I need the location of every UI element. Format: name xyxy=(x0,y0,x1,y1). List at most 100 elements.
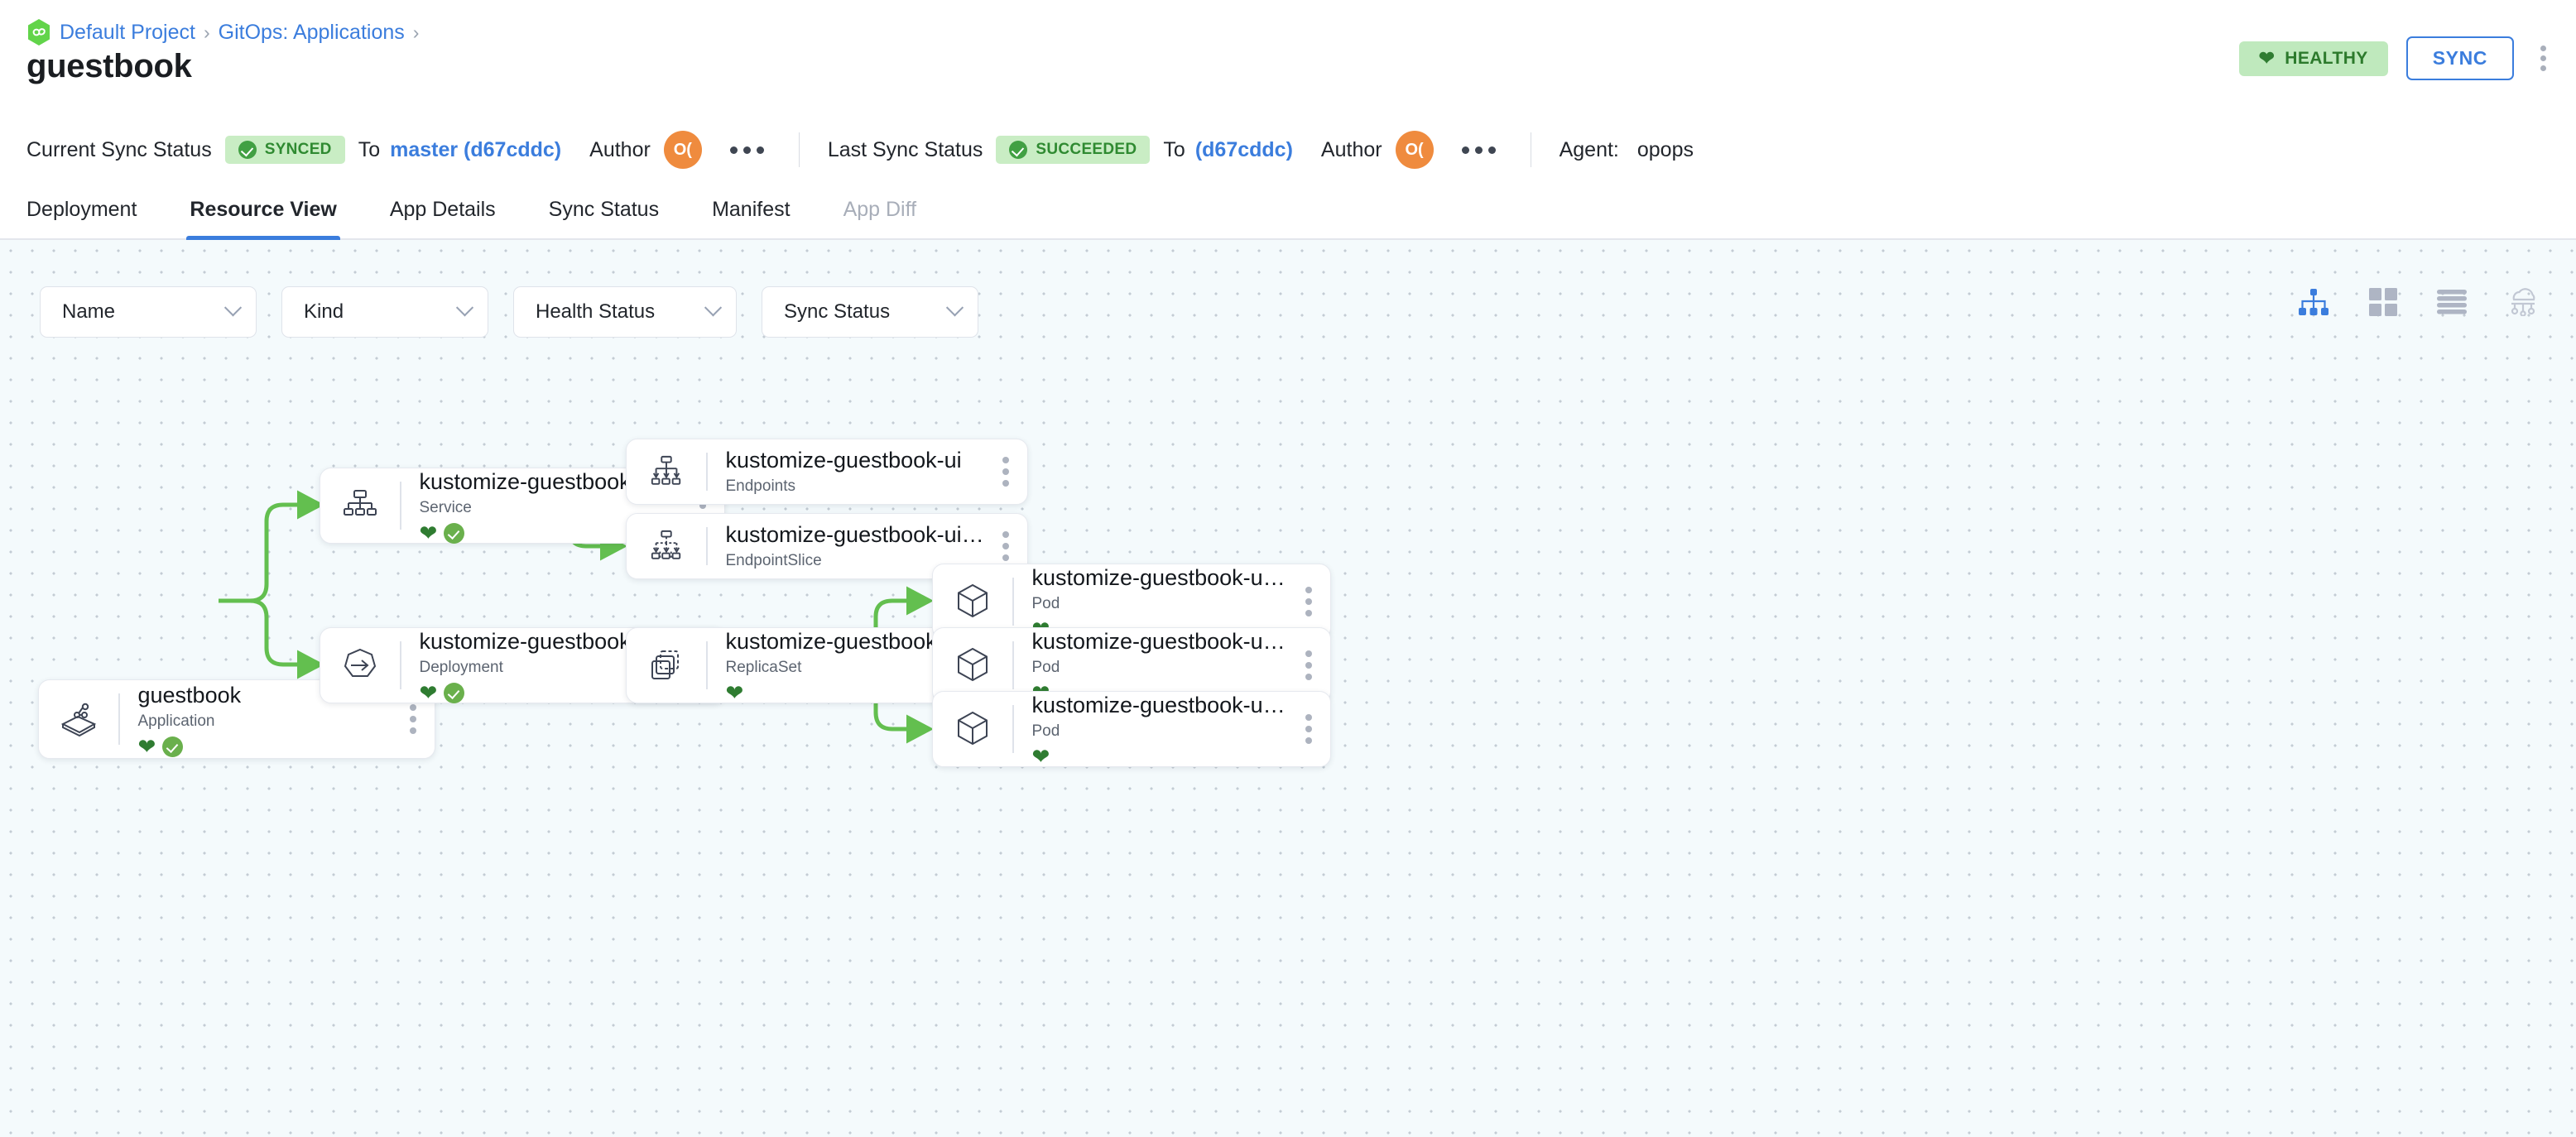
current-sync-status-chip-label: SYNCED xyxy=(264,141,332,158)
last-sync-status-chip: SUCCEEDED xyxy=(996,136,1151,164)
sync-status-bar: Current Sync Status SYNCED To master (d6… xyxy=(0,119,2576,180)
node-divider xyxy=(706,641,708,689)
breadcrumb: Default Project › GitOps: Applications › xyxy=(26,18,419,46)
tab-deployment[interactable]: Deployment xyxy=(26,198,137,221)
node-status-badges: ❤ xyxy=(420,682,684,703)
node-title: kustomize-guestbook-ui-… xyxy=(1031,628,1290,654)
current-author-avatar[interactable]: O( xyxy=(663,131,702,169)
breadcrumb-link-project[interactable]: Default Project xyxy=(60,20,195,44)
last-sync-status-label: Last Sync Status xyxy=(827,137,983,161)
health-heart-icon: ❤ xyxy=(419,521,438,546)
list-view-icon[interactable] xyxy=(2437,290,2467,314)
tab-app-diff: App Diff xyxy=(843,198,917,221)
filter-sync-status[interactable]: Sync Status xyxy=(762,286,978,338)
sync-check-icon xyxy=(444,682,465,703)
last-sync-status-chip-label: SUCCEEDED xyxy=(1036,141,1137,158)
last-revision-link[interactable]: (d67cddc) xyxy=(1194,137,1293,161)
node-divider xyxy=(1012,641,1014,689)
chevron-down-icon xyxy=(945,298,964,316)
agent-value: opops xyxy=(1636,137,1694,161)
node-overflow-menu-icon[interactable] xyxy=(401,704,435,734)
node-kind: Pod xyxy=(1031,595,1060,613)
replicaset-icon xyxy=(627,647,706,684)
page-header: Default Project › GitOps: Applications ›… xyxy=(0,0,2576,119)
health-heart-icon: ❤ xyxy=(725,680,744,706)
node-body: kustomize-guestbook-ui Service ❤ xyxy=(401,468,692,546)
node-overflow-menu-icon[interactable] xyxy=(1297,587,1330,616)
application-icon xyxy=(39,700,118,738)
current-overflow-menu-icon[interactable] xyxy=(723,140,771,161)
node-body: guestbook Application ❤ xyxy=(120,682,402,758)
agent-label: Agent: xyxy=(1559,137,1619,161)
filter-sync-status-label: Sync Status xyxy=(784,300,891,323)
heart-icon: ❤ xyxy=(2258,47,2276,69)
harness-hexagon-icon xyxy=(28,19,50,46)
chevron-down-icon xyxy=(704,298,723,316)
tab-bar: Deployment Resource View App Details Syn… xyxy=(0,180,2576,240)
node-status-badges: ❤ xyxy=(1031,744,1290,770)
tab-manifest[interactable]: Manifest xyxy=(712,198,791,221)
pod-icon xyxy=(933,582,1012,621)
node-body: kustomize-guestbook-ui Endpoints xyxy=(708,447,995,497)
node-divider xyxy=(400,482,401,530)
node-kind: Endpoints xyxy=(725,477,796,496)
tab-resource-view[interactable]: Resource View xyxy=(186,198,341,240)
status-badge-label: HEALTHY xyxy=(2285,48,2368,68)
last-author-label: Author xyxy=(1320,137,1382,161)
divider xyxy=(798,132,800,167)
graph-node-pod-1[interactable]: kustomize-guestbook-ui-… Pod ❤ xyxy=(932,564,1331,640)
sync-check-icon xyxy=(444,522,465,544)
breadcrumb-link-applications[interactable]: GitOps: Applications xyxy=(218,20,405,44)
last-author-avatar[interactable]: O( xyxy=(1395,131,1434,169)
tab-sync-status[interactable]: Sync Status xyxy=(548,198,660,221)
node-title: kustomize-guestbook-ui-… xyxy=(725,521,987,547)
node-kind: EndpointSlice xyxy=(725,552,822,570)
graph-node-pod-3[interactable]: kustomize-guestbook-ui-… Pod ❤ xyxy=(932,691,1331,767)
tab-app-details[interactable]: App Details xyxy=(389,198,496,221)
current-revision-link[interactable]: master (d67cddc) xyxy=(390,137,562,161)
grid-view-icon[interactable] xyxy=(2369,288,2397,316)
resource-graph-canvas[interactable]: Name Kind Health Status Sync Status xyxy=(0,240,2576,1137)
current-author-label: Author xyxy=(589,137,651,161)
node-divider xyxy=(400,641,401,689)
filter-bar: Name Kind Health Status Sync Status xyxy=(40,286,978,338)
sync-button[interactable]: SYNC xyxy=(2405,36,2514,80)
node-status-badges: ❤ xyxy=(419,521,684,546)
last-overflow-menu-icon[interactable] xyxy=(1455,140,1502,161)
node-title: kustomize-guestbook-ui-… xyxy=(1031,564,1290,590)
pod-icon xyxy=(933,645,1012,685)
node-kind: Deployment xyxy=(419,659,503,677)
last-to-label: To xyxy=(1163,137,1185,161)
tree-view-icon[interactable] xyxy=(2298,288,2329,316)
header-overflow-menu-icon[interactable] xyxy=(2532,41,2554,76)
chevron-down-icon xyxy=(223,298,243,316)
node-body: kustomize-guestbook-ui-… ReplicaSet ❤ xyxy=(708,628,995,706)
network-view-icon[interactable] xyxy=(2506,288,2540,316)
node-divider xyxy=(706,453,708,491)
health-heart-icon: ❤ xyxy=(1031,744,1050,770)
node-status-badges: ❤ xyxy=(138,736,394,757)
node-overflow-menu-icon[interactable] xyxy=(1297,650,1330,680)
node-overflow-menu-icon[interactable] xyxy=(994,531,1027,561)
node-body: kustomize-guestbook-ui Deployment ❤ xyxy=(401,628,692,704)
node-kind: Pod xyxy=(1031,659,1060,677)
breadcrumb-separator: › xyxy=(203,21,210,43)
filter-health-status[interactable]: Health Status xyxy=(513,286,737,338)
node-overflow-menu-icon[interactable] xyxy=(1297,714,1330,744)
filter-health-status-label: Health Status xyxy=(536,300,656,323)
breadcrumb-separator-trailing: › xyxy=(412,21,420,43)
node-body: kustomize-guestbook-ui-… Pod ❤ xyxy=(1014,692,1298,770)
node-title: kustomize-guestbook-ui xyxy=(725,447,962,473)
current-sync-status-label: Current Sync Status xyxy=(26,137,212,161)
deployment-icon xyxy=(320,646,400,684)
service-icon xyxy=(320,487,400,524)
node-divider xyxy=(1012,578,1014,626)
filter-kind[interactable]: Kind xyxy=(281,286,488,338)
edge-app-service xyxy=(219,490,324,603)
node-overflow-menu-icon[interactable] xyxy=(994,457,1027,487)
endpointslice-icon xyxy=(627,529,706,564)
node-kind: ReplicaSet xyxy=(725,659,802,677)
graph-node-endpoints[interactable]: kustomize-guestbook-ui Endpoints xyxy=(626,439,1028,505)
resource-graph: guestbook Application ❤ xyxy=(0,439,2576,1137)
filter-name[interactable]: Name xyxy=(40,286,257,338)
